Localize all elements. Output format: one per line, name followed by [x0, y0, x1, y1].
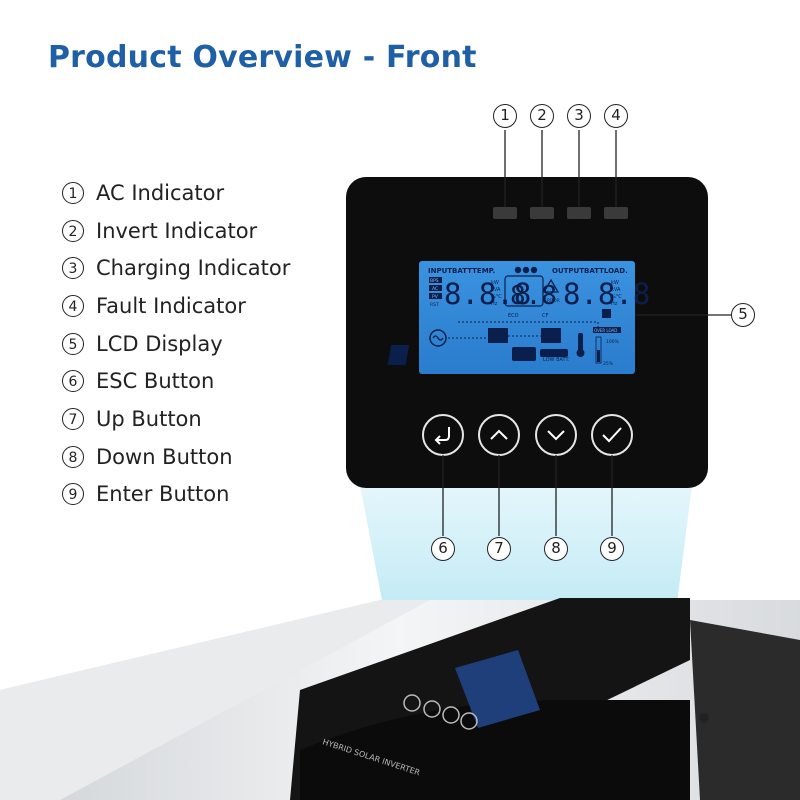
chevron-up-icon	[490, 429, 508, 440]
legend-item-ac: 1 AC Indicator	[62, 174, 290, 212]
lcd-tag: RST	[430, 302, 439, 308]
legend-label: Fault Indicator	[96, 293, 246, 318]
legend-item-up: 7 Up Button	[62, 400, 290, 438]
lcd-pct: 25%	[603, 361, 614, 367]
lcd-mid-digits: 8.8	[510, 281, 557, 311]
lcd-tag: AC	[432, 286, 438, 292]
ac-indicator	[493, 207, 517, 219]
lcd-right-digits: 8.8.8	[563, 277, 650, 311]
legend-label: Enter Button	[96, 482, 230, 507]
lcd-over-load: OVER LOAD	[594, 328, 617, 333]
lcd-unit: kW	[611, 280, 619, 286]
lcd-cf: CF	[542, 313, 548, 319]
up-button[interactable]	[478, 414, 520, 456]
legend-number: 1	[62, 181, 84, 204]
return-icon	[434, 427, 450, 445]
lcd-unit: kVA	[611, 287, 621, 293]
legend-label: ESC Button	[96, 369, 215, 394]
callout-9: 9	[600, 537, 624, 561]
lcd-unit: %°C	[611, 294, 622, 300]
lcd-unit: Hz	[491, 301, 498, 307]
legend-number: 9	[62, 483, 84, 506]
legend-number: 3	[62, 257, 84, 280]
legend-item-charging: 3 Charging Indicator	[62, 249, 290, 287]
legend-number: 2	[62, 219, 84, 242]
legend-item-down: 8 Down Button	[62, 438, 290, 476]
callout-2: 2	[530, 104, 554, 128]
esc-button[interactable]	[422, 414, 464, 456]
mini-lcd	[455, 650, 540, 728]
lcd-pct: 100%	[606, 339, 620, 345]
page-title: Product Overview - Front	[48, 40, 477, 75]
callout-8: 8	[544, 537, 568, 561]
enter-button[interactable]	[591, 414, 633, 456]
legend-list: 1 AC Indicator 2 Invert Indicator 3 Chargin…	[62, 174, 290, 513]
lcd-low-batt: LOW BATT.	[543, 357, 570, 363]
callout-5: 5	[731, 303, 755, 327]
callout-4: 4	[604, 104, 628, 128]
legend-label: Invert Indicator	[96, 218, 258, 243]
legend-label: Charging Indicator	[96, 256, 291, 281]
invert-indicator	[530, 207, 554, 219]
legend-item-lcd: 5 LCD Display	[62, 325, 290, 363]
lcd-unit: kVA	[491, 287, 501, 293]
down-button[interactable]	[535, 414, 577, 456]
legend-label: Up Button	[96, 406, 202, 431]
legend-label: Down Button	[96, 444, 233, 469]
legend-item-esc: 6 ESC Button	[62, 362, 290, 400]
lcd-unit: %°C	[491, 294, 502, 300]
lcd-tag: BPS	[430, 278, 439, 284]
lcd-eco: ECO	[508, 313, 519, 319]
legend-number: 6	[62, 370, 84, 393]
legend-item-invert: 2 Invert Indicator	[62, 212, 290, 250]
callout-6: 6	[431, 537, 455, 561]
callout-7: 7	[487, 537, 511, 561]
callout-1: 1	[493, 104, 517, 128]
chevron-down-icon	[547, 430, 565, 441]
legend-number: 4	[62, 294, 84, 317]
mini-buttons	[403, 694, 478, 730]
charging-indicator	[567, 207, 591, 219]
lcd-tag: PV	[432, 294, 439, 300]
check-icon	[602, 427, 622, 443]
legend-number: 7	[62, 407, 84, 430]
lcd-unit: kW	[491, 280, 499, 286]
callout-3: 3	[567, 104, 591, 128]
callout-lines	[442, 130, 731, 536]
fault-indicator	[604, 207, 628, 219]
legend-label: LCD Display	[96, 331, 223, 356]
legend-number: 5	[62, 332, 84, 355]
lcd-error: ERROR	[544, 298, 560, 304]
lcd-unit: Hz	[611, 301, 618, 307]
inverter-body	[0, 598, 800, 800]
legend-label: AC Indicator	[96, 180, 225, 205]
lcd-left-header: INPUTBATTTEMP.	[428, 267, 495, 275]
lcd-right-header: OUTPUTBATTLOAD.	[552, 267, 628, 275]
legend-item-fault: 4 Fault Indicator	[62, 287, 290, 325]
legend-number: 8	[62, 445, 84, 468]
lcd-left-digits: 8.8.8	[444, 277, 531, 311]
lcd-display: INPUTBATTTEMP. OUTPUTBATTLOAD. BPS AC PV…	[387, 261, 650, 374]
legend-item-enter: 9 Enter Button	[62, 476, 290, 514]
